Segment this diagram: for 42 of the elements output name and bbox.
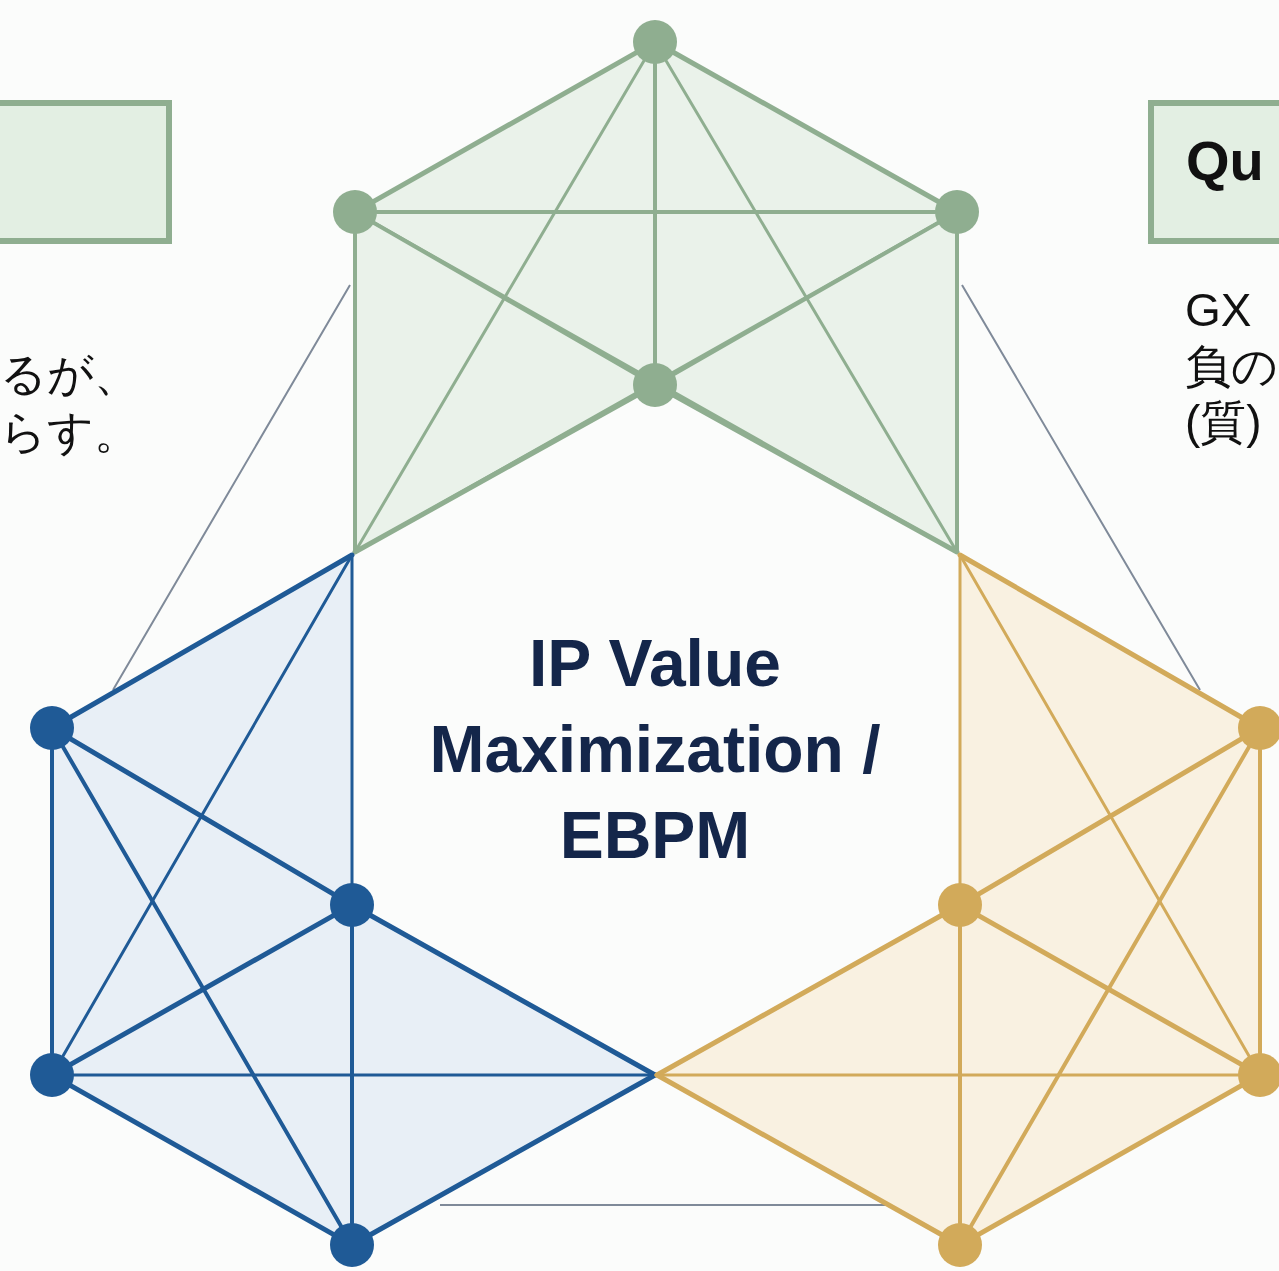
- description-text: GX負の(質): [1185, 283, 1279, 450]
- mesh-line: [61, 745, 343, 1228]
- mesh-line: [372, 221, 638, 376]
- graph-dot: [938, 1223, 982, 1267]
- graph-dot: [30, 706, 74, 750]
- mesh-line: [958, 553, 962, 885]
- mesh-line: [68, 913, 336, 1067]
- mesh-line: [371, 50, 639, 204]
- description-text: るが、らす。: [0, 347, 141, 460]
- mesh-line: [976, 913, 1244, 1067]
- mesh-line: [654, 913, 944, 1078]
- mesh-line: [976, 1083, 1244, 1237]
- mesh-line: [68, 1083, 336, 1237]
- mesh-line: [352, 393, 639, 555]
- heading-text: Qu: [1186, 128, 1264, 193]
- mesh-line: [68, 736, 336, 897]
- mesh-line: [958, 925, 962, 1225]
- heading-box: [1148, 100, 1279, 244]
- mesh-line: [350, 553, 354, 885]
- mesh-line: [653, 62, 657, 365]
- mesh-line: [68, 552, 355, 720]
- graph-dot: [30, 1053, 74, 1097]
- mesh-line: [957, 552, 1244, 720]
- center-title: IP Value Maximization / EBPM: [428, 625, 882, 874]
- mesh-line: [350, 925, 354, 1225]
- mesh-line: [1258, 748, 1262, 1055]
- mesh-line: [671, 50, 941, 204]
- graph-dot: [1238, 706, 1279, 750]
- mesh-line: [969, 745, 1251, 1228]
- graph-dot: [1238, 1053, 1279, 1097]
- heading-box: [0, 100, 172, 244]
- mesh-line: [654, 1072, 944, 1237]
- graph-dot: [333, 190, 377, 234]
- graph-dot: [935, 190, 979, 234]
- mesh-line: [976, 736, 1244, 897]
- graph-dot: [330, 1223, 374, 1267]
- mesh-line: [671, 393, 960, 555]
- graph-dot: [633, 20, 677, 64]
- mesh-line: [375, 210, 937, 214]
- mesh-line: [672, 220, 940, 377]
- mesh-line: [368, 1072, 658, 1237]
- mesh-line: [50, 748, 54, 1055]
